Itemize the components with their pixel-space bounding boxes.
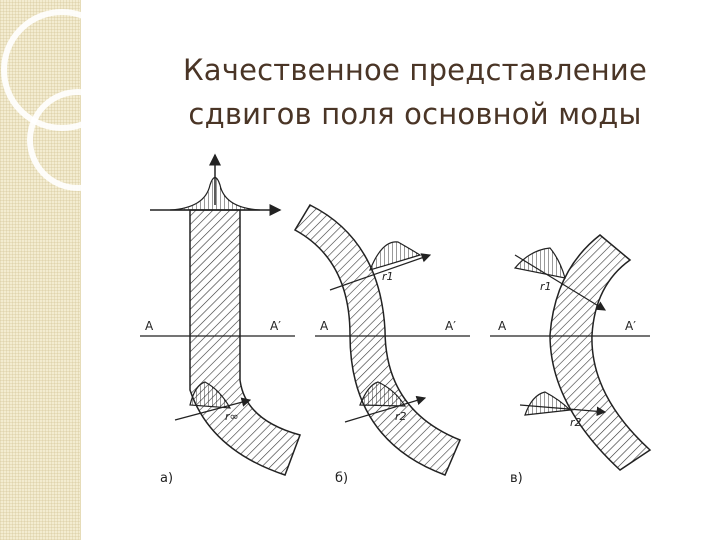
- radius-label-b-1: r1: [382, 270, 394, 283]
- mode-profile-v-bottom: [524, 391, 572, 416]
- waveguide-diagram: A A′ r∞ а) A A′ r1 r2 б) A A′ r1 r2 в): [140, 153, 652, 486]
- bend-profile-a: [189, 381, 232, 409]
- panel-v: A A′ r1 r2 в): [490, 234, 652, 486]
- axis-label-v-right: A′: [625, 319, 636, 333]
- mode-profile-b-top: [368, 241, 422, 271]
- mode-profile-a: [169, 176, 261, 211]
- axis-label-a-left: A: [145, 319, 154, 333]
- panel-b: A A′ r1 r2 б): [293, 204, 470, 486]
- mode-axis-b-top: [329, 253, 432, 291]
- axis-label-b-left: A: [320, 319, 329, 333]
- radius-label-a: r∞: [225, 410, 239, 423]
- waveguide-v: [549, 234, 652, 471]
- radius-label-v-2: r2: [570, 416, 582, 429]
- axis-label-a-right: A′: [270, 319, 281, 333]
- title-line-2: сдвигов поля основной моды: [188, 97, 642, 131]
- caption-v: в): [510, 471, 523, 486]
- mode-axis-v-bottom: [519, 404, 607, 417]
- decorative-circles: [1, 9, 129, 191]
- title-line-1: Качественное представление: [182, 53, 648, 87]
- bend-axis-a: [174, 397, 252, 421]
- waveguide-b: [293, 204, 461, 476]
- mode-axis-v-top: [514, 254, 607, 311]
- radius-label-v-1: r1: [540, 280, 552, 293]
- caption-b: б): [335, 471, 348, 486]
- mode-axis-b-bottom: [344, 395, 427, 423]
- axis-label-b-right: A′: [445, 319, 456, 333]
- mode-profile-b-bottom: [359, 381, 407, 407]
- caption-a: а): [160, 471, 173, 486]
- decorative-side-strip: [0, 0, 81, 540]
- waveguide-a: [189, 209, 301, 476]
- mode-profile-v-top: [513, 247, 566, 279]
- axis-label-v-left: A: [498, 319, 507, 333]
- slide-title: Качественное представление сдвигов поля …: [150, 48, 680, 136]
- panel-a: A A′ r∞ а): [140, 153, 301, 486]
- radius-label-b-2: r2: [395, 410, 407, 423]
